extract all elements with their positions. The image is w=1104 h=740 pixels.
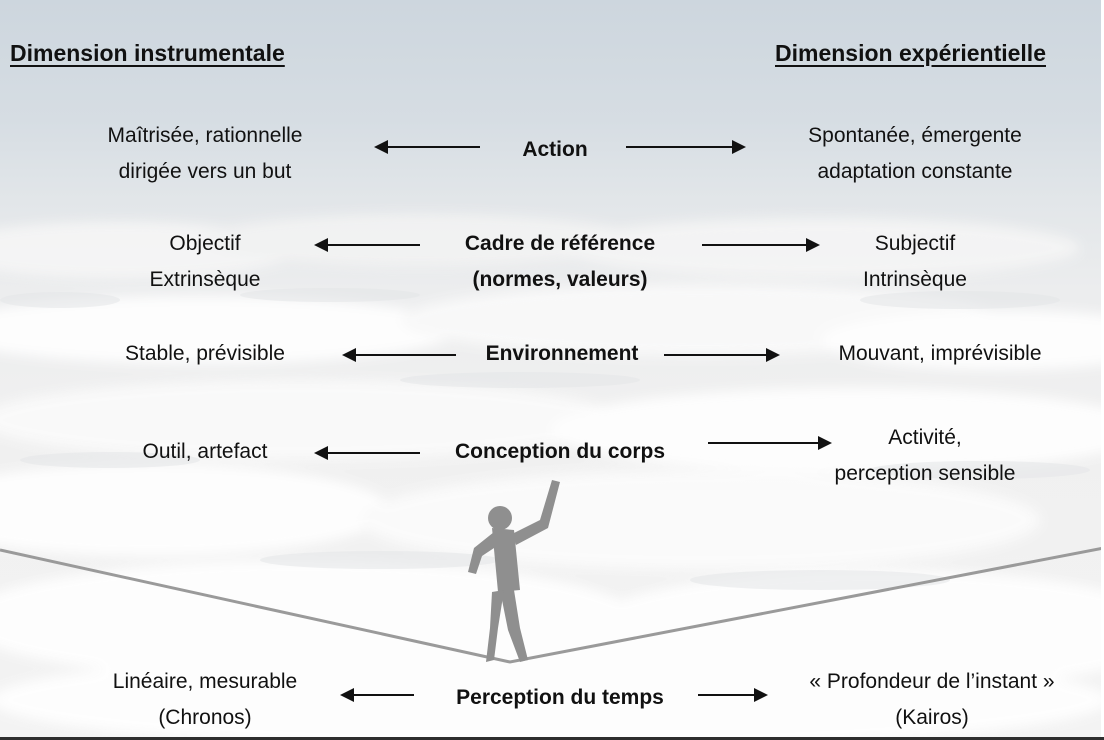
arrow-left-frame	[314, 238, 420, 252]
frame-label-line2: (normes, valeurs)	[472, 268, 648, 291]
arrow-right-frame	[702, 238, 820, 252]
time-experiential-line2: (Kairos)	[895, 706, 969, 729]
time-experiential: « Profondeur de l’instant » (Kairos)	[762, 664, 1102, 736]
tightrope-line	[0, 546, 1104, 664]
body-experiential: Activité, perception sensible	[780, 420, 1070, 492]
arrow-right-environment	[664, 348, 780, 362]
action-label: Action	[522, 138, 588, 161]
time-instrumental: Linéaire, mesurable (Chronos)	[60, 664, 350, 736]
action-instrumental-line2: dirigée vers un but	[118, 160, 292, 183]
heading-experiential: Dimension expérientielle	[775, 40, 1046, 66]
heading-instrumental: Dimension instrumentale	[10, 40, 285, 66]
time-label: Perception du temps	[456, 686, 664, 709]
frame-instrumental-line1: Objectif	[169, 232, 241, 255]
body-experiential-line2: perception sensible	[834, 462, 1016, 485]
time-instrumental-line2: (Chronos)	[158, 706, 252, 729]
action-instrumental-line1: Maîtrisée, rationnelle	[107, 124, 303, 147]
frame-experiential-line1: Subjectif	[874, 232, 956, 255]
action-experiential-line1: Spontanée, émergente	[808, 124, 1022, 147]
frame-label: Cadre de référence (normes, valeurs)	[420, 226, 700, 298]
environment-experiential: Mouvant, imprévisible	[838, 342, 1042, 365]
frame-experiential-line2: Intrinsèque	[863, 268, 967, 291]
body-experiential-line1: Activité,	[888, 426, 962, 449]
action-experiential-line2: adaptation constante	[817, 160, 1013, 183]
tightrope-walker-figure	[468, 480, 560, 662]
arrow-right-body	[708, 436, 832, 450]
body-label: Conception du corps	[455, 440, 665, 463]
environment-label: Environnement	[485, 342, 639, 365]
bottom-border	[0, 737, 1104, 740]
frame-experiential: Subjectif Intrinsèque	[790, 226, 1040, 298]
time-experiential-line1: « Profondeur de l’instant »	[809, 670, 1055, 693]
arrow-left-time	[340, 688, 414, 702]
frame-label-line1: Cadre de référence	[464, 232, 656, 255]
environment-instrumental: Stable, prévisible	[125, 342, 285, 365]
arrow-left-body	[314, 446, 420, 460]
arrow-left-action	[374, 140, 480, 154]
action-experiential: Spontanée, émergente adaptation constant…	[760, 118, 1070, 190]
time-instrumental-line1: Linéaire, mesurable	[112, 670, 298, 693]
frame-instrumental: Objectif Extrinsèque	[70, 226, 340, 298]
arrow-right-action	[626, 140, 746, 154]
right-border	[1101, 0, 1104, 740]
action-instrumental: Maîtrisée, rationnelle dirigée vers un b…	[60, 118, 350, 190]
frame-instrumental-line2: Extrinsèque	[149, 268, 261, 291]
arrow-right-time	[698, 688, 768, 702]
body-instrumental: Outil, artefact	[142, 440, 268, 463]
arrow-left-environment	[342, 348, 456, 362]
